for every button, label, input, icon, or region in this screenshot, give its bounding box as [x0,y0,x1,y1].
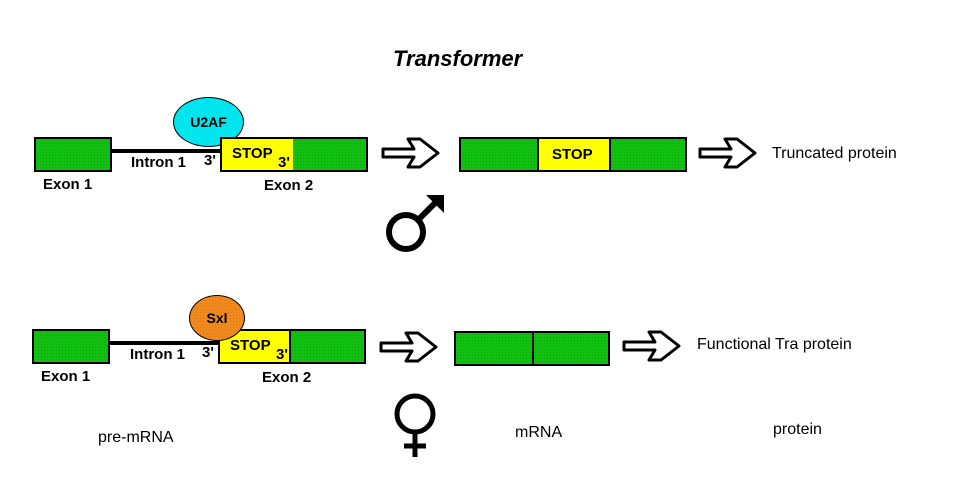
column-label-protein: protein [773,421,822,438]
male-mrna-stop-label: STOP [552,146,593,163]
female-exon1-box [32,329,110,364]
male-exon2-box [291,137,368,172]
female-mrna-exon1-box [454,331,534,366]
male-symbol-icon [386,195,444,252]
male-intron-label: Intron 1 [131,154,186,171]
female-splice-site-label: 3' [202,344,214,361]
sxl-label: Sxl [206,310,228,326]
female-exon2-box [289,329,366,364]
female-stop-label: STOP [230,337,271,354]
female-arrow-to-protein-icon [622,330,681,362]
male-stop-label: STOP [232,145,273,162]
male-mrna-exon1-box [459,137,539,172]
male-exon1-label: Exon 1 [43,176,93,193]
column-label-mrna: mRNA [515,424,563,441]
male-exon1-box [34,137,112,172]
male-stop-box-front [220,137,293,172]
male-splice-site-label: 3' [204,152,216,169]
female-symbol-icon [394,393,436,457]
female-stop-3prime-label: 3' [276,346,288,363]
functional-tra-protein-label: Functional Tra protein [697,336,852,353]
female-exon2-label: Exon 2 [262,369,312,386]
male-stop-3prime-label: 3' [278,154,290,171]
male-exon2-label: Exon 2 [264,177,314,194]
male-arrow-to-protein-icon [698,137,757,169]
sxl-factor: Sxl [189,295,245,341]
female-intron-line [109,341,219,345]
u2af-factor: U2AF [173,97,244,147]
female-arrow-to-mrna-icon [379,331,438,363]
truncated-protein-label: Truncated protein [772,145,897,162]
diagram-title: Transformer [393,46,523,71]
column-label-pre-mrna: pre-mRNA [98,429,174,446]
male-arrow-to-mrna-icon [381,137,440,169]
female-exon1-label: Exon 1 [41,368,91,385]
female-intron-label: Intron 1 [130,346,185,363]
female-mrna-exon2-box [532,331,610,366]
male-mrna-exon2-box [609,137,687,172]
male-intron-line [111,149,221,153]
u2af-label: U2AF [190,114,227,130]
